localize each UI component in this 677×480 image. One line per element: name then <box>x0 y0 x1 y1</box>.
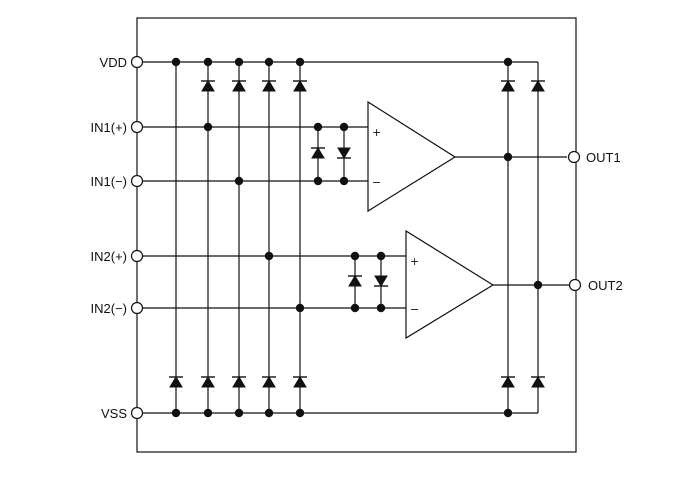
in1-plus-terminal <box>130 120 144 134</box>
amp2-junction-1 <box>350 251 360 261</box>
amp1-input-diode-b <box>337 147 351 159</box>
vss-junction-4 <box>264 408 274 418</box>
amp2-junction-3 <box>350 303 360 313</box>
amp1-junction-1 <box>313 122 323 132</box>
in2-minus-terminal <box>130 301 144 315</box>
input-junction-4 <box>264 251 274 261</box>
amp2-junction-4 <box>376 303 386 313</box>
input-junction-3 <box>234 176 244 186</box>
package-outline <box>136 17 577 453</box>
vss-output-junction <box>503 408 513 418</box>
vss-junction-2 <box>203 408 213 418</box>
output-junction-2 <box>533 280 543 290</box>
input-junction-5 <box>295 303 305 313</box>
op-amp-2-plus-sign: + <box>410 255 419 268</box>
lower-diode-3 <box>232 376 246 388</box>
input-junction-2 <box>203 122 213 132</box>
op-amp-1-plus-sign: + <box>372 126 381 139</box>
vss-junction-5 <box>295 408 305 418</box>
vdd-junction-3 <box>234 57 244 67</box>
vss-label: VSS <box>101 406 127 421</box>
out1-label: OUT1 <box>586 150 621 165</box>
output-lower-diode-2 <box>531 376 545 388</box>
output-junction-1 <box>503 152 513 162</box>
vdd-output-junction <box>503 57 513 67</box>
vss-junction-1 <box>171 408 181 418</box>
lower-diode-5 <box>293 376 307 388</box>
output-upper-diode-1 <box>501 80 515 92</box>
vss-terminal <box>130 406 144 420</box>
vdd-junction-2 <box>203 57 213 67</box>
out1-terminal <box>567 150 581 164</box>
vdd-terminal <box>130 55 144 69</box>
amp1-input-diode-a <box>311 147 325 159</box>
lower-diode-2 <box>201 376 215 388</box>
out2-label: OUT2 <box>588 278 623 293</box>
amp1-junction-3 <box>313 176 323 186</box>
in1-minus-label: IN1(−) <box>91 174 127 189</box>
wires <box>143 61 569 414</box>
op-amp-2: + − <box>405 229 495 340</box>
lower-diode-1 <box>169 376 183 388</box>
junction-dots <box>171 57 543 418</box>
amp1-junction-2 <box>339 122 349 132</box>
amp2-junction-2 <box>376 251 386 261</box>
terminals <box>130 55 582 420</box>
op-amp-1: + − <box>367 100 457 213</box>
output-lower-diode-1 <box>501 376 515 388</box>
output-upper-diode-2 <box>531 80 545 92</box>
protection-diodes <box>169 80 545 388</box>
op-amp-1-triangle <box>367 100 457 213</box>
upper-diode-3 <box>232 80 246 92</box>
op-amp-1-minus-sign: − <box>372 176 381 189</box>
out2-terminal <box>568 278 582 292</box>
lower-diode-4 <box>262 376 276 388</box>
amp2-input-diode-b <box>374 275 388 287</box>
vdd-label: VDD <box>100 55 127 70</box>
op-amp-2-triangle <box>405 229 495 340</box>
in2-plus-label: IN2(+) <box>91 249 127 264</box>
upper-diode-2 <box>201 80 215 92</box>
vdd-junction-4 <box>264 57 274 67</box>
amp2-input-diode-a <box>348 275 362 287</box>
upper-diode-4 <box>262 80 276 92</box>
in1-minus-terminal <box>130 174 144 188</box>
op-amp-2-minus-sign: − <box>410 303 419 316</box>
in1-plus-label: IN1(+) <box>91 120 127 135</box>
amp1-junction-4 <box>339 176 349 186</box>
protection-wires <box>175 62 539 413</box>
upper-diode-5 <box>293 80 307 92</box>
vdd-junction-5 <box>295 57 305 67</box>
in2-minus-label: IN2(−) <box>91 301 127 316</box>
vss-junction-3 <box>234 408 244 418</box>
vdd-junction-1 <box>171 57 181 67</box>
in2-plus-terminal <box>130 249 144 263</box>
